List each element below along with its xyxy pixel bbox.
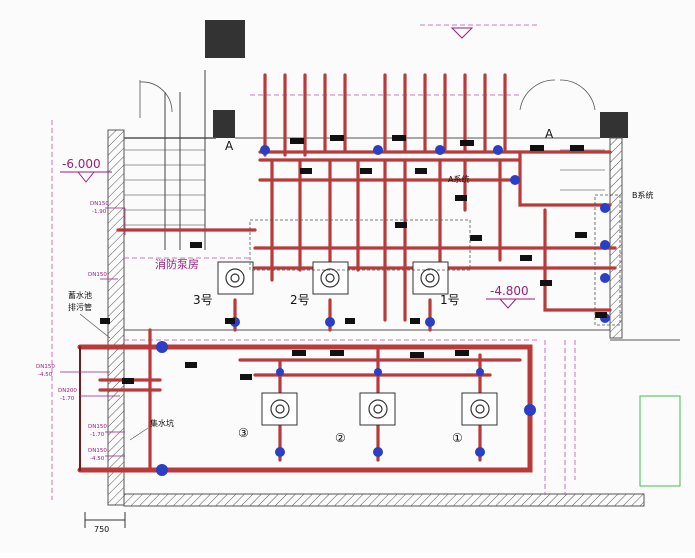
level-triangle-top: [450, 27, 474, 39]
riser-tag: DN150: [88, 272, 107, 278]
pipe-tags: [100, 135, 607, 384]
system-outlines: [249, 194, 621, 326]
boundary-lines: [51, 24, 576, 500]
system-b-label: B系统: [632, 190, 654, 200]
wall-bottom: [123, 493, 645, 507]
tag-6: DN150: [88, 424, 107, 430]
tag-0: DN150: [90, 201, 109, 207]
room-title: 消防泵房: [155, 257, 199, 271]
walls: [107, 20, 681, 507]
tag-4: DN200: [58, 388, 77, 394]
level-marker-right: -4.800: [486, 284, 535, 309]
pump-label-3: 3号: [193, 293, 213, 307]
green-outline: [639, 395, 681, 487]
pump-label-2: 2号: [290, 293, 310, 307]
tag-9: -4.50: [90, 456, 105, 462]
column-left: [213, 110, 235, 138]
sump-label: 集水坑: [150, 418, 174, 428]
pump-label-lower-3: ③: [238, 426, 249, 440]
dimension: 750: [84, 512, 126, 534]
column-right: [600, 112, 628, 138]
wall-left: [107, 129, 125, 506]
column-top: [205, 20, 245, 58]
tag-7: -1.70: [90, 432, 105, 438]
drain-label: 排污管: [68, 302, 92, 312]
level-left: -6.000: [62, 157, 101, 171]
pump-label-lower-1: ①: [452, 431, 463, 445]
system-a-label: A系统: [448, 174, 469, 184]
dimension-750: 750: [94, 525, 109, 534]
tag-2: DN150: [36, 364, 55, 370]
pump-label-1: 1号: [440, 293, 460, 307]
section-mark-right: A: [545, 127, 554, 141]
level-marker-left: -6.000: [60, 157, 112, 183]
tag-3: -4.50: [38, 372, 53, 378]
left-pipe-tags: DN150 -1.90 DN150 -4.50 DN200 -1.70 DN15…: [36, 201, 109, 462]
riser-lines: [164, 70, 206, 250]
wall-right: [609, 137, 623, 339]
pool-label: 蓄水池: [68, 290, 92, 300]
tag-1: -1.90: [92, 209, 107, 215]
tag-8: DN150: [88, 448, 107, 454]
pumps: [217, 261, 498, 426]
tag-5: -1.70: [60, 396, 75, 402]
level-right: -4.800: [490, 284, 529, 298]
valves: [156, 145, 610, 476]
pump-label-lower-2: ②: [335, 431, 346, 445]
section-mark-left: A: [225, 139, 234, 153]
